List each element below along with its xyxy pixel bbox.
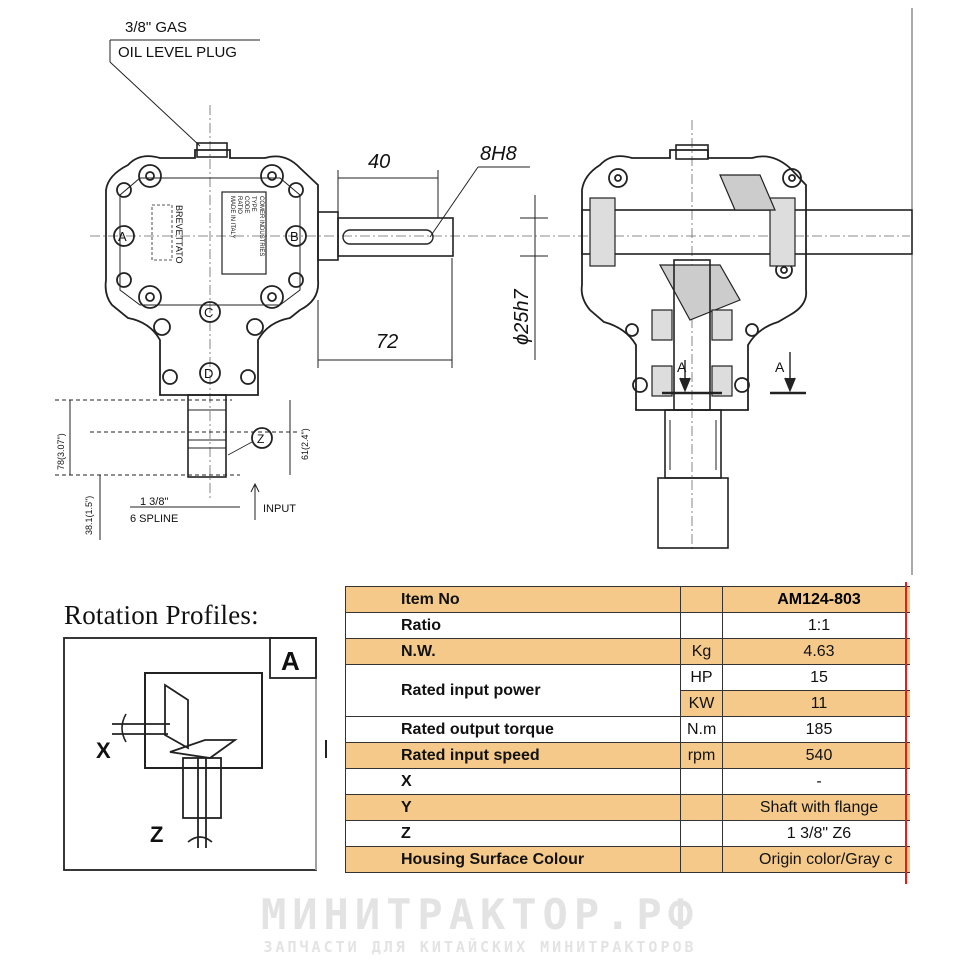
spec-value: 1:1 (722, 612, 910, 639)
rotation-profile-diagram: A X Z (63, 637, 327, 871)
spec-unit: rpm (680, 742, 723, 769)
spec-label: Rated input speed (345, 742, 681, 769)
rotation-x-label: X (96, 738, 111, 763)
spec-unit (680, 768, 723, 795)
spec-unit (680, 846, 723, 873)
gearbox-technical-drawing: 3/8" GAS OIL LEVEL PLUG 40 8H8 72 ϕ25h7 … (55, 8, 913, 575)
spec-unit (680, 586, 723, 613)
spec-value: 185 (722, 716, 910, 743)
input-label: INPUT (263, 503, 296, 515)
nameplate-line: CODE (243, 196, 249, 213)
table-row: Rated output torque N.m 185 (345, 716, 910, 743)
drawing-labels: 3/8" GAS OIL LEVEL PLUG 40 8H8 72 ϕ25h7 … (56, 19, 533, 535)
section-a-right: A (775, 359, 785, 375)
table-row: Ratio 1:1 (345, 612, 910, 639)
table-row: X - (345, 768, 910, 795)
spec-value: 1 3/8" Z6 (722, 820, 910, 847)
spec-label: X (345, 768, 681, 795)
nameplate-line: COMER INDUSTRIES (258, 196, 264, 256)
spec-value: 540 (722, 742, 910, 769)
dim-61: 61(2.4") (300, 428, 310, 460)
spec-label: N.W. (345, 638, 681, 665)
table-row: Rated input speed rpm 540 (345, 742, 910, 769)
label-c: C (204, 305, 213, 320)
front-view (90, 39, 560, 500)
spec-label: Housing Surface Colour (345, 846, 681, 873)
label-b: B (290, 229, 299, 244)
spec-unit (680, 612, 723, 639)
brand-watermark: МИНИТРАКТОР.РФ (260, 890, 699, 939)
dim-72: 72 (376, 331, 398, 353)
table-row: Housing Surface Colour Origin color/Gray… (345, 846, 910, 873)
spec-unit: Kg (680, 638, 723, 665)
spec-label: Ratio (345, 612, 681, 639)
table-row: Item No AM124-803 (345, 586, 910, 613)
label-z: Z (257, 432, 264, 446)
label-a: A (118, 229, 127, 244)
spec-value: 11 (722, 690, 910, 717)
spec-table: Item No AM124-803 Ratio 1:1 N.W. Kg 4.63… (345, 586, 910, 873)
spec-value: AM124-803 (722, 586, 910, 613)
spline-count: 6 SPLINE (130, 513, 178, 525)
spec-label: Rated input power (345, 664, 681, 717)
spec-table-container: Item No AM124-803 Ratio 1:1 N.W. Kg 4.63… (345, 586, 910, 884)
nameplate-line: RATIO (236, 196, 242, 214)
dimension-lines (55, 170, 548, 540)
spec-value: 4.63 (722, 638, 910, 665)
spec-value: Origin color/Gray c (722, 846, 910, 873)
section-labels: A A (677, 359, 785, 375)
nameplate-line: MADE IN ITALY (229, 196, 235, 238)
spec-value: Shaft with flange (722, 794, 910, 821)
rotation-z-label: Z (150, 822, 163, 847)
nameplate: COMER INDUSTRIES TYPE CODE RATIO MADE IN… (229, 196, 264, 256)
brand-plate: BREVETTATO (174, 205, 184, 264)
spec-unit (680, 794, 723, 821)
dim-diameter: ϕ25h7 (511, 289, 533, 345)
spec-unit: KW (680, 690, 723, 717)
label-d: D (204, 366, 213, 381)
dim-38: 38.1(1.5") (84, 496, 94, 535)
spec-label: Item No (345, 586, 681, 613)
brand-tagline: ЗАПЧАСТИ ДЛЯ КИТАЙСКИХ МИНИТРАКТОРОВ (263, 938, 697, 956)
rotation-profile-label: A (281, 646, 300, 676)
spec-unit: HP (680, 664, 723, 691)
oil-plug-label-2: OIL LEVEL PLUG (118, 44, 237, 61)
spline-size: 1 3/8" (140, 496, 168, 508)
table-row: N.W. Kg 4.63 (345, 638, 910, 665)
dim-8h8: 8H8 (480, 143, 517, 165)
table-row: Z 1 3/8" Z6 (345, 820, 910, 847)
table-row: Rated input power HP 15 (345, 664, 910, 717)
spec-unit: N.m (680, 716, 723, 743)
table-row: Y Shaft with flange (345, 794, 910, 821)
spec-label: Rated output torque (345, 716, 681, 743)
dim-78: 78(3.07") (56, 433, 66, 470)
spec-label: Z (345, 820, 681, 847)
section-view (560, 120, 913, 550)
rotation-profiles-title: Rotation Profiles: (64, 600, 259, 630)
nameplate-line: TYPE (250, 196, 256, 212)
dim-40: 40 (368, 151, 390, 173)
spec-value: - (722, 768, 910, 795)
spec-label: Y (345, 794, 681, 821)
section-a-left: A (677, 359, 687, 375)
spec-unit (680, 820, 723, 847)
red-border-line (905, 582, 907, 884)
spec-value: 15 (722, 664, 910, 691)
oil-plug-label-1: 3/8" GAS (125, 19, 187, 36)
